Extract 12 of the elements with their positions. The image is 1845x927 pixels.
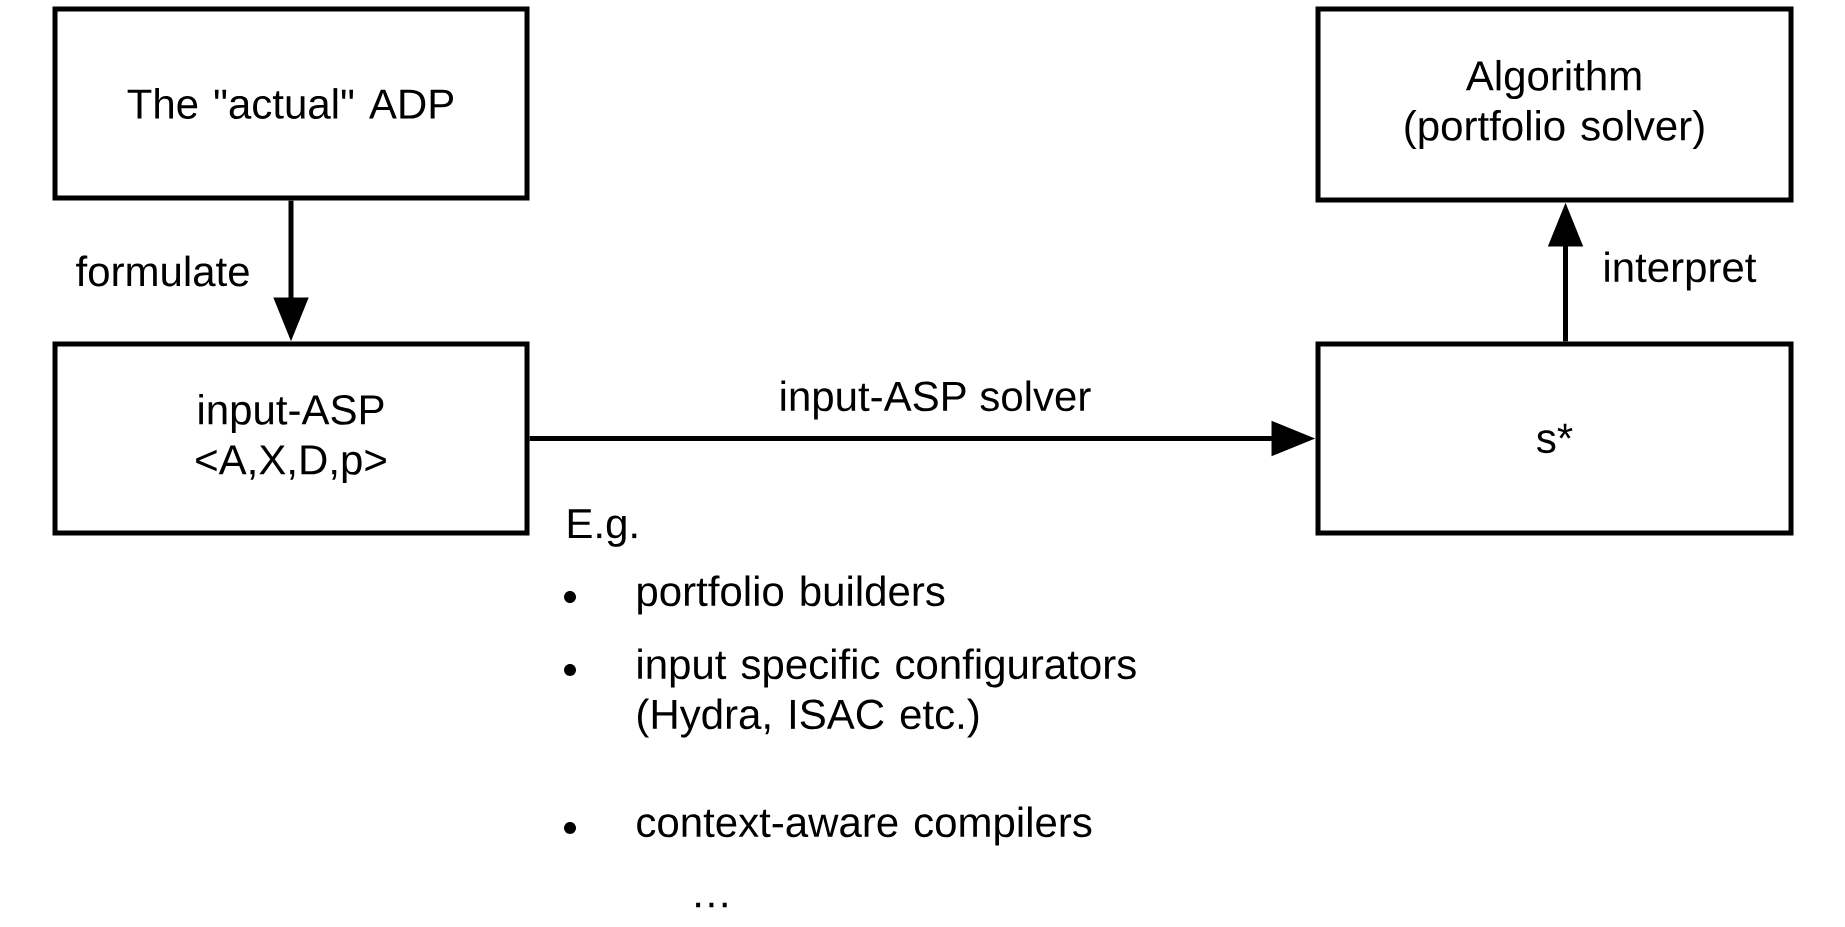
list-item: context-aware compilers: [637, 806, 1092, 846]
process-box: The "actual" ADP: [52, 6, 530, 201]
list-item: input specific configurators (Hydra, ISAC etc.): [638, 648, 1136, 738]
list-item: portfolio builders: [638, 575, 945, 615]
note-text: …: [696, 902, 727, 908]
process-box: s*: [1315, 341, 1794, 536]
process-box: Algorithm (portfolio solver): [1315, 6, 1794, 203]
edge-label: input-ASP solver: [781, 380, 1091, 420]
process-box: input-ASP <A,X,D,p>: [52, 341, 530, 536]
note-text: E.g.: [568, 509, 637, 547]
edge-label: interpret: [1605, 251, 1757, 291]
edge-label: formulate: [76, 255, 249, 287]
